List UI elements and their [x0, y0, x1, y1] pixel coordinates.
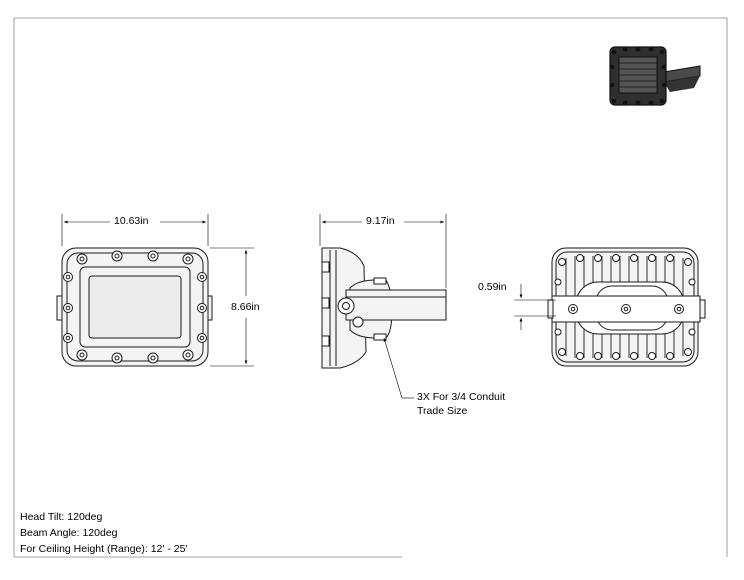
- rear-view: [547, 247, 706, 367]
- conduit-callout-line1: 3X For 3/4 Conduit: [417, 391, 506, 403]
- product-render: [609, 46, 701, 106]
- spec-notes: Head Tilt: 120deg Beam Angle: 120deg For…: [20, 509, 187, 557]
- front-height-label: 8.66in: [231, 301, 260, 313]
- conduit-callout-line2: Trade Size: [417, 405, 468, 417]
- rear-offset-label: 0.59in: [478, 281, 507, 293]
- rear-dimensions: [514, 284, 556, 330]
- beam-angle-note: Beam Angle: 120deg: [20, 527, 118, 539]
- ceiling-height-note: For Ceiling Height (Range): 12' - 25': [20, 543, 188, 555]
- front-width-label: 10.63in: [114, 215, 149, 227]
- head-tilt-note: Head Tilt: 120deg: [20, 511, 103, 523]
- front-view: [56, 247, 213, 367]
- drawing-frame: [13, 17, 728, 558]
- side-view: [321, 247, 447, 369]
- side-depth-label: 9.17in: [366, 215, 395, 227]
- front-dimensions: [61, 214, 254, 367]
- side-dimensions: [319, 214, 447, 399]
